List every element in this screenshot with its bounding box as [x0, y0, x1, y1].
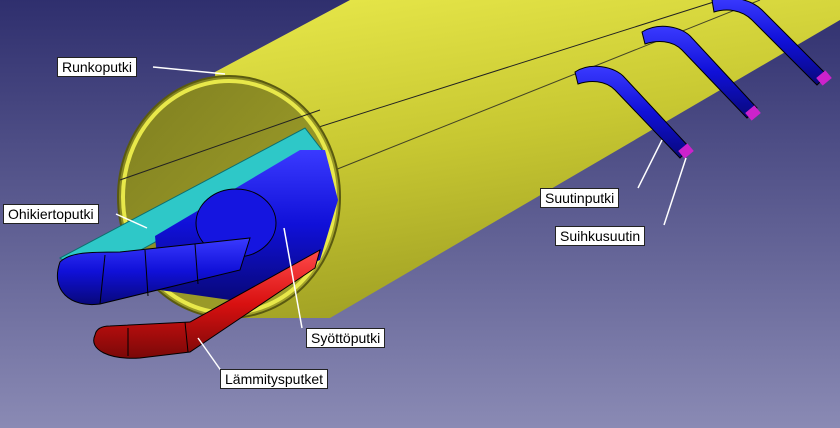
tube-seam-line [309, 0, 761, 181]
label-syottoputki: Syöttöputki [306, 328, 386, 348]
nozzle-pipe-1 [574, 65, 694, 159]
pipe-segment-line [99, 254, 106, 305]
leader-suutinputki [637, 139, 663, 189]
label-ohikiertoputki: Ohikiertoputki [3, 204, 99, 224]
inner-seam-line [119, 109, 321, 181]
pipe-segment-line [194, 243, 199, 285]
nozzle-tip [745, 105, 761, 121]
nozzle-tip [816, 70, 832, 86]
leader-syottoputki [283, 227, 303, 329]
pipe-segment-line [184, 321, 189, 353]
leader-lammitysputket [197, 337, 223, 373]
pipe-segment-line [144, 249, 149, 297]
nozzle-pipe-3 [711, 0, 832, 86]
label-suihkusuutin: Suihkusuutin [555, 226, 646, 246]
feed-pipe-bend [56, 237, 251, 306]
nozzle-tip [678, 143, 694, 159]
leader-ohikiertoputki [115, 213, 148, 229]
leader-suihkusuutin [663, 157, 687, 226]
heating-pipes [93, 248, 321, 359]
leader-runkoputki [152, 66, 226, 75]
nozzle-pipe-2 [641, 25, 761, 121]
label-runkoputki: Runkoputki [57, 57, 138, 77]
label-lammitysputket: Lämmitysputket [220, 369, 329, 389]
main-tube-body [215, 0, 840, 318]
label-suutinputki: Suutinputki [540, 188, 620, 208]
